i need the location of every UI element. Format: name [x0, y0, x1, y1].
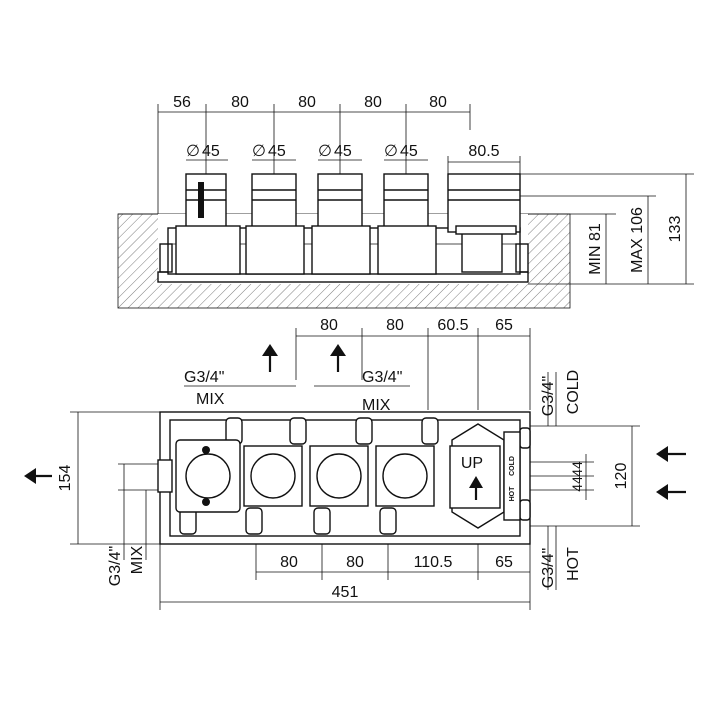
dim-80-a: 80	[231, 94, 249, 111]
dim-56: 56	[173, 94, 191, 111]
diameter-45-2: 45	[268, 143, 286, 160]
cold-inlet-arrow-icon	[656, 446, 686, 462]
top-spacing-dimensions: 56 80 80 80 80	[157, 94, 471, 214]
left-arrow-icon	[24, 468, 52, 484]
top-view: 56 80 80 80 80 ∅45 ∅45 ∅45 ∅45 80.5	[117, 94, 694, 309]
front-view: 80 80 60.5 65 G3/4" MIX G3/4" MIX	[24, 317, 686, 610]
front-top-dimensions: 80 80 60.5 65	[295, 317, 531, 410]
bottom-dim-80-b: 80	[346, 554, 364, 571]
dim-133: 133	[667, 216, 684, 243]
diameter-45-1: 45	[202, 143, 220, 160]
front-bottom-dimensions: 80 80 110.5 65 451	[159, 544, 531, 610]
up-label: UP	[461, 455, 483, 472]
svg-text:∅45: ∅45	[384, 143, 418, 160]
bottom-dim-80-a: 80	[280, 554, 298, 571]
side-mix-thread: G3/4"	[107, 546, 124, 586]
dim-44-a: 44	[569, 461, 585, 477]
valve-port-1	[175, 439, 241, 513]
svg-text:∅45: ∅45	[318, 143, 352, 160]
valve-port-3	[309, 445, 369, 507]
diameter-symbol-4: ∅	[384, 143, 398, 160]
diameter-45-3: 45	[334, 143, 352, 160]
cold-thread: G3/4"	[540, 376, 557, 416]
hot-inlet-arrow-icon	[656, 484, 686, 500]
bottom-dim-65: 65	[495, 554, 513, 571]
front-dim-60-5: 60.5	[437, 317, 468, 334]
valve-port-2	[243, 445, 303, 507]
front-dim-65: 65	[495, 317, 513, 334]
inlet-dimensions: 44 44 120	[530, 425, 686, 527]
cold-inlet: G3/4" COLD	[540, 370, 582, 426]
svg-text:∅45: ∅45	[186, 143, 220, 160]
valve-stem-2	[245, 173, 305, 275]
diameter-dimensions: ∅45 ∅45 ∅45 ∅45 80.5	[186, 143, 521, 174]
cold-tag: COLD	[509, 456, 516, 476]
bottom-dim-110-5: 110.5	[414, 554, 453, 571]
dim-min-81: MIN 81	[587, 223, 604, 275]
hot-label: HOT	[565, 547, 582, 581]
mounting-tabs	[179, 417, 531, 535]
dim-80-d: 80	[429, 94, 447, 111]
mix-thread-left: G3/4"	[184, 369, 224, 386]
up-arrow-right	[330, 344, 346, 372]
mix-thread-right: G3/4"	[362, 369, 402, 386]
dim-154: 154	[57, 465, 74, 492]
dim-44-b: 44	[569, 476, 585, 492]
diameter-symbol-1: ∅	[186, 143, 200, 160]
diameter-symbol-3: ∅	[318, 143, 332, 160]
diverter-body	[447, 173, 521, 273]
front-dim-80-b: 80	[386, 317, 404, 334]
svg-text:∅45: ∅45	[252, 143, 286, 160]
valve-stem-4	[377, 173, 437, 275]
dim-120: 120	[613, 463, 630, 490]
side-mix-label: MIX	[129, 545, 146, 574]
dim-80-5: 80.5	[468, 143, 499, 160]
cold-label: COLD	[565, 370, 582, 414]
dim-80-c: 80	[364, 94, 382, 111]
valve-port-4	[375, 445, 435, 507]
up-arrow-left	[262, 344, 278, 372]
mix-label-left: MIX	[196, 391, 225, 408]
mix-outlet-left: G3/4" MIX	[184, 369, 296, 408]
depth-dimensions: MIN 81 MAX 106 133	[520, 173, 694, 285]
diameter-symbol-2: ∅	[252, 143, 266, 160]
valve-stem-3	[311, 173, 371, 275]
hot-thread: G3/4"	[540, 548, 557, 588]
hot-tag: HOT	[509, 486, 516, 502]
dim-80-b: 80	[298, 94, 316, 111]
front-dim-80-a: 80	[320, 317, 338, 334]
dim-451: 451	[332, 584, 359, 601]
side-outlet: 154 G3/4" MIX	[24, 411, 173, 586]
diameter-45-4: 45	[400, 143, 418, 160]
hot-inlet: G3/4" HOT	[540, 526, 582, 590]
dim-max-106: MAX 106	[629, 207, 646, 273]
diverter-module: UP COLD HOT	[449, 423, 521, 529]
mix-label-right: MIX	[362, 397, 391, 414]
mix-outlet-right: G3/4" MIX	[314, 369, 410, 414]
